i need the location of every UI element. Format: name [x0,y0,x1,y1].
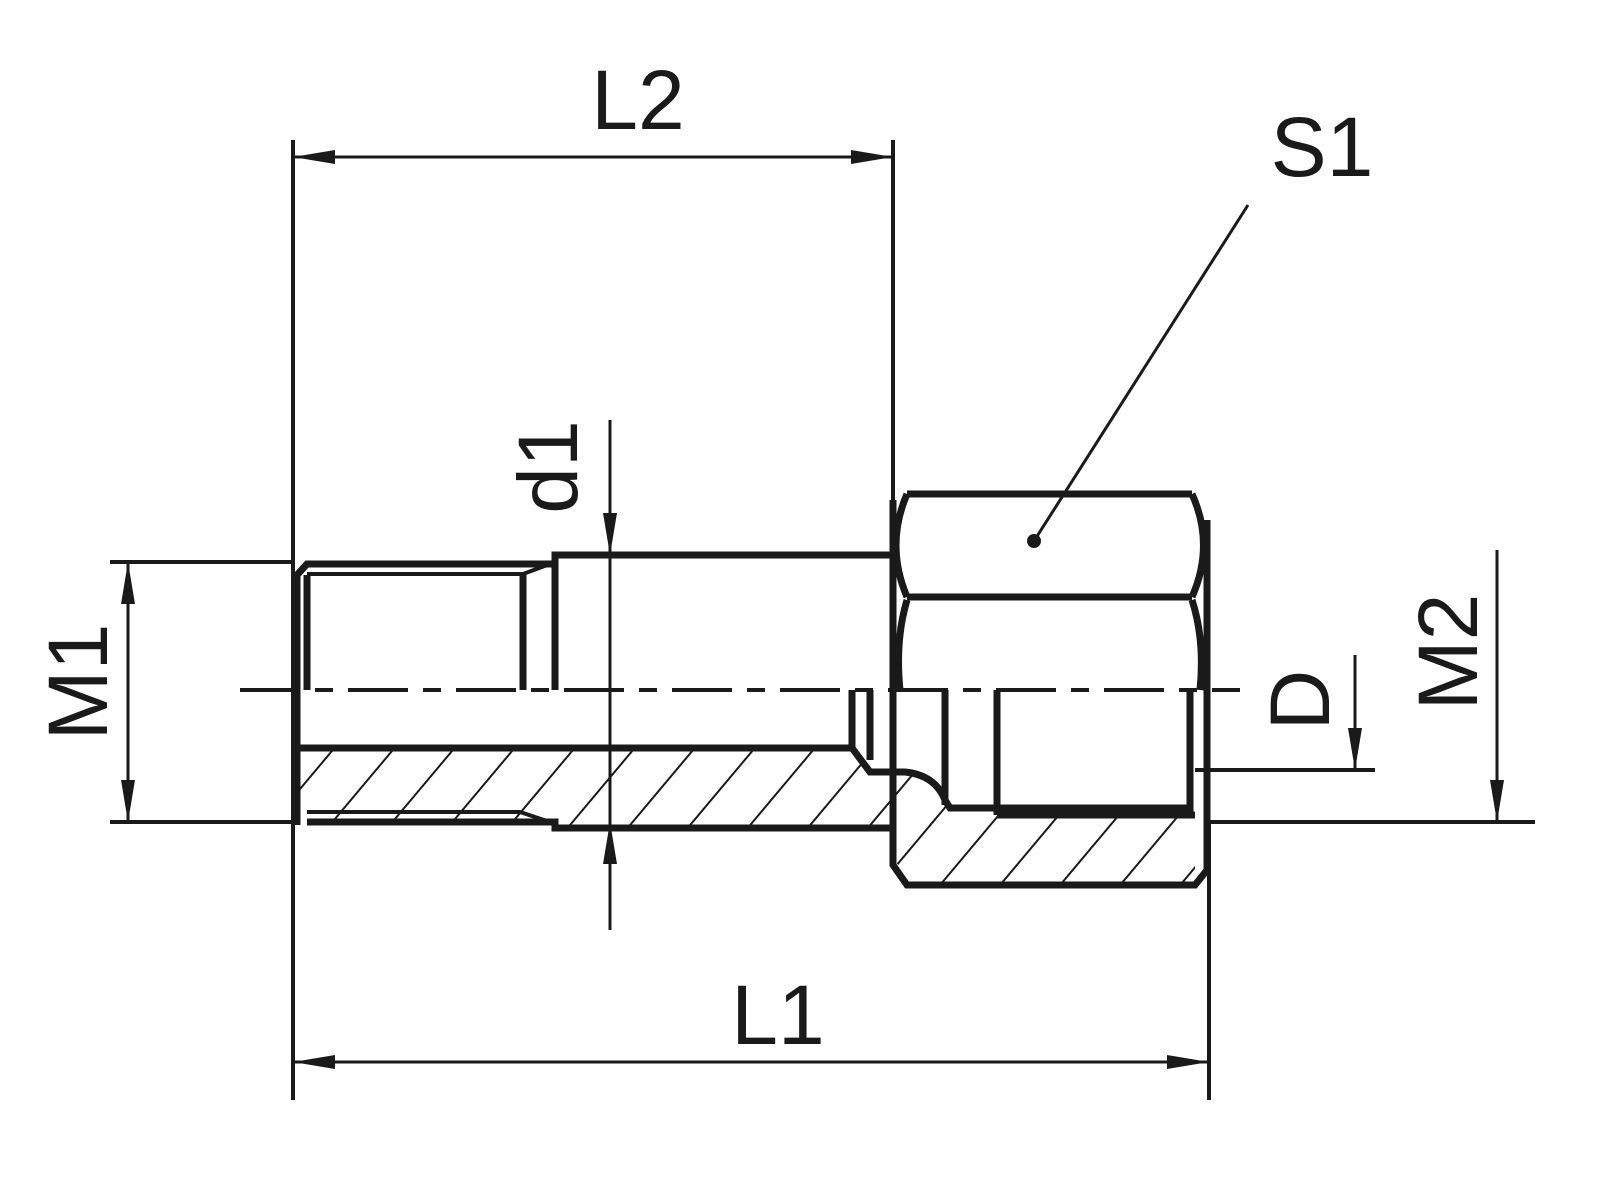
dimension-lines [126,155,1499,1064]
dimension-label-m2: M2 [1401,593,1495,711]
dimension-label-d: D [1253,669,1347,731]
extension-lines [110,140,1535,1100]
part-outline [293,490,1211,889]
dimension-label-s1: S1 [1270,100,1374,194]
dimension-label-l2: L2 [591,53,685,147]
dimension-label-d1: d1 [501,420,595,514]
thread-lines [307,562,551,824]
dimension-label-m1: M1 [31,623,125,741]
section-hatch [297,750,1195,885]
dimension-label-l1: L1 [731,968,825,1062]
arrowheads [121,150,1504,1069]
